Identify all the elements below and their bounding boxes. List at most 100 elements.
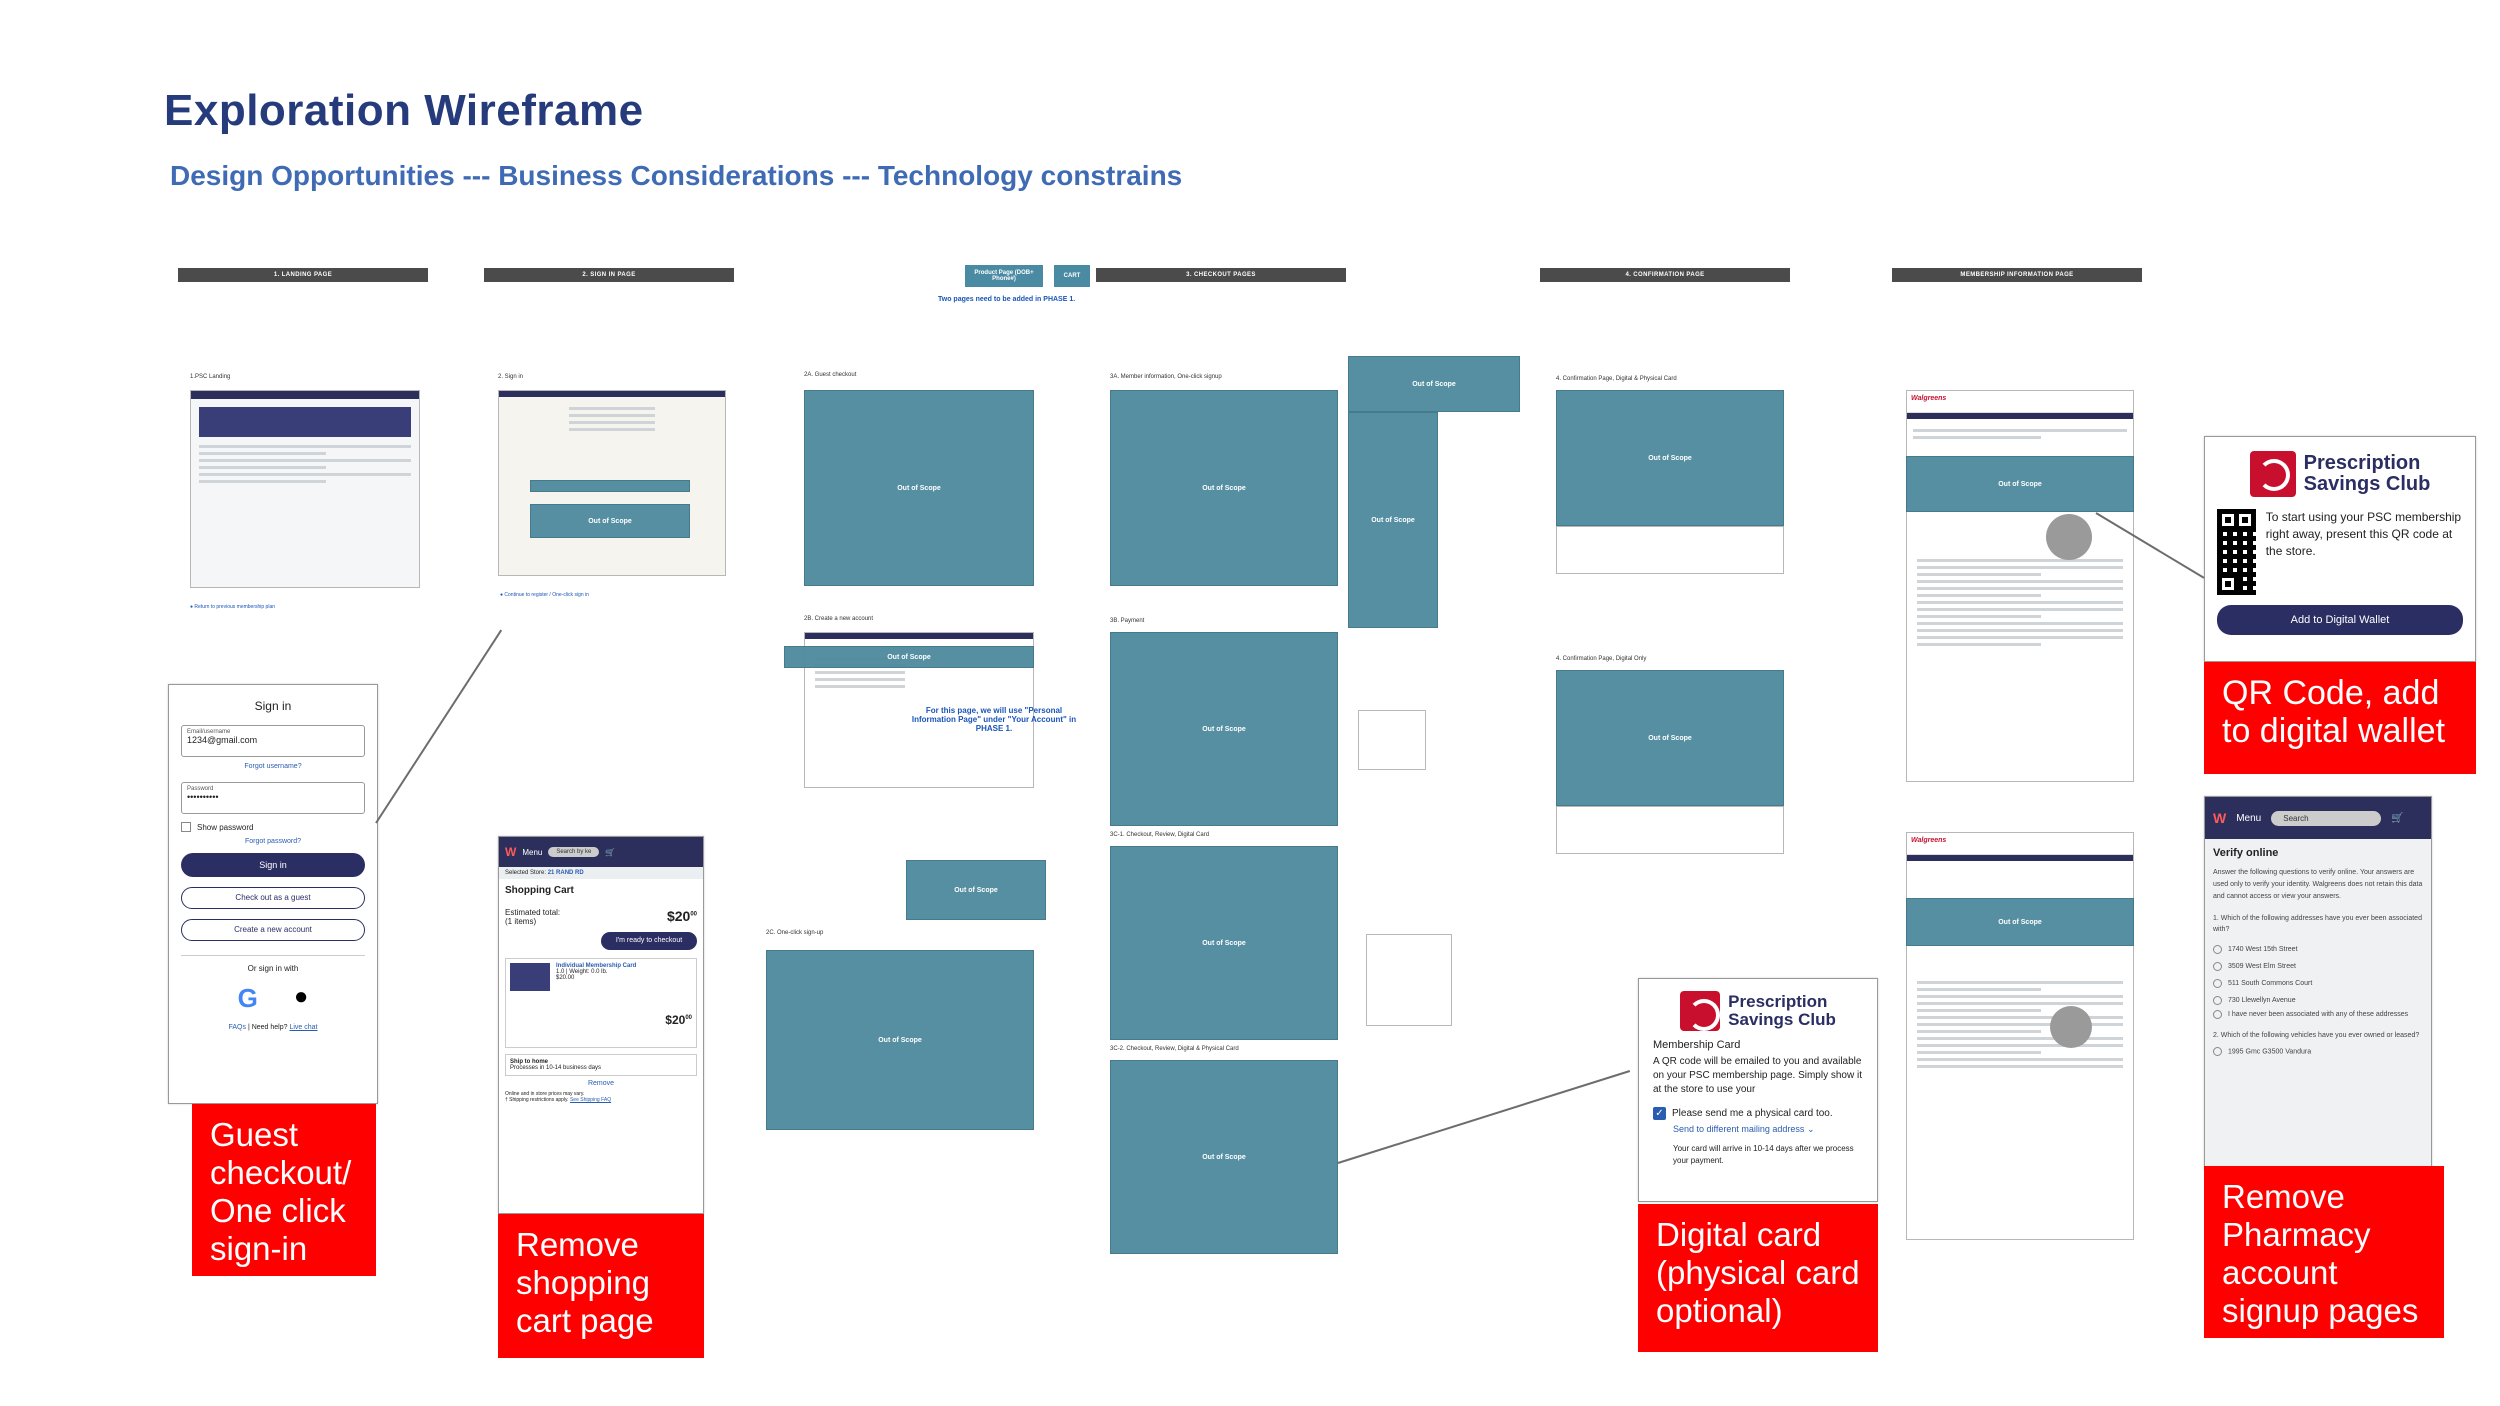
send-different-address-link[interactable]: Send to different mailing address ⌄ [1673, 1124, 1815, 1134]
frame-label-guest: 2A. Guest checkout [804, 372, 857, 378]
frame-label-confirm-physical: 4. Confirmation Page, Digital & Physical… [1556, 376, 1677, 382]
search-input[interactable]: Search by ke [548, 847, 600, 857]
digital-card: Prescription Savings Club Membership Car… [1638, 978, 1878, 1202]
cart-icon[interactable]: 🛒 [605, 847, 616, 857]
membership-thumbnail-2: Walgreens [1906, 832, 2134, 1240]
landing-thumbnail [190, 390, 420, 588]
create-account-button[interactable]: Create a new account [181, 919, 365, 941]
member-oos: Out of Scope [1110, 390, 1338, 586]
card-form-thumbnail [1366, 934, 1452, 1026]
signin-card-title: Sign in [254, 699, 292, 713]
selected-store-link[interactable]: 21 RAND RD [547, 870, 584, 876]
callout-pharmacy: Remove Pharmacy account signup pages [2204, 1166, 2444, 1338]
psc-logo-icon [2249, 451, 2296, 497]
signin-oos: Out of Scope [530, 504, 690, 538]
shipping-faq-link[interactable]: See Shipping FAQ [569, 1097, 612, 1103]
forgot-username-link[interactable]: Forgot username? [244, 763, 302, 770]
vehicle-option[interactable]: 1995 Gmc G3500 Vandura [2213, 1047, 2423, 1056]
membership-oos-2: Out of Scope [1906, 898, 2134, 946]
membership-card-image [510, 963, 550, 991]
member-oos-top: Out of Scope [1348, 356, 1520, 412]
frame-label-create: 2B. Create a new account [804, 616, 874, 622]
need-help-label: Need help? [251, 1024, 288, 1031]
frame-label-confirm-digital: 4. Confirmation Page, Digital Only [1556, 656, 1647, 662]
address-option[interactable]: I have never been associated with any of… [2213, 1009, 2423, 1020]
confirm-digital-footer [1556, 806, 1784, 854]
confirm-digital-oos: Out of Scope [1556, 670, 1784, 806]
forgot-password-link[interactable]: Forgot password? [244, 838, 302, 845]
chevron-down-icon: ⌄ [1806, 1124, 1815, 1134]
email-field[interactable]: Email/username 1234@gmail.com [181, 725, 365, 757]
section-checkout: 3. CHECKOUT PAGES [1096, 268, 1346, 282]
signin-oos-strip [530, 480, 690, 492]
cart-total: $2000 [666, 908, 697, 924]
connector-signin [375, 629, 503, 824]
add-to-wallet-button[interactable]: Add to Digital Wallet [2217, 605, 2463, 635]
qr-code-icon [2217, 509, 2256, 595]
apple-icon[interactable]: ● [293, 983, 309, 1010]
frame-label-review-physical: 3C-2. Checkout, Review, Digital & Physic… [1110, 1046, 1239, 1052]
walgreens-logo-icon: W [2213, 810, 2227, 826]
verify-title: Verify online [2213, 847, 2279, 859]
membership-thumbnail-1: Walgreens [1906, 390, 2134, 782]
cart-card: W Menu Search by ke 🛒 Selected Store: 21… [498, 836, 704, 1214]
connector-digital [1337, 1070, 1631, 1164]
frame-label-payment: 3B. Payment [1110, 618, 1145, 624]
callout-qr: QR Code, add to digital wallet [2204, 662, 2476, 774]
search-input[interactable]: Search [2271, 810, 2382, 826]
or-sign-in-label: Or sign in with [181, 955, 365, 973]
google-icon[interactable]: G [237, 983, 258, 1013]
live-chat-link[interactable]: Live chat [289, 1024, 318, 1031]
section-signin: 2. SIGN IN PAGE [484, 268, 734, 282]
cart-icon[interactable]: 🛒 [2391, 812, 2404, 824]
card-avatar-icon [2046, 514, 2092, 560]
frame-label-oneclick: 2C. One-click sign-up [766, 930, 824, 936]
frame-label-member: 3A. Member information, One-click signup [1110, 374, 1222, 380]
address-option[interactable]: 511 South Commons Court [2213, 975, 2423, 992]
cart-title: Shopping Cart [505, 885, 574, 896]
membership-oos-1: Out of Scope [1906, 456, 2134, 512]
callout-guest: Guest checkout/ One click sign-in [192, 1104, 376, 1276]
family-avatar-icon [2050, 1006, 2092, 1048]
phase1-note: For this page, we will use "Personal Inf… [911, 706, 1077, 733]
oneclick-oos: Out of Scope [766, 950, 1034, 1130]
review-physical-oos: Out of Scope [1110, 1060, 1338, 1254]
verify-card: W Menu Search 🛒 Verify online Answer the… [2204, 796, 2432, 1170]
remove-link[interactable]: Remove [587, 1080, 615, 1087]
section-confirmation: 4. CONFIRMATION PAGE [1540, 268, 1790, 282]
walgreens-logo-icon: W [505, 845, 517, 859]
frame-label-signin: 2. Sign in [498, 374, 524, 380]
show-password-checkbox[interactable]: Show password [181, 822, 365, 832]
frame-label-review-digital: 3C-1. Checkout, Review, Digital Card [1110, 832, 1210, 838]
sign-in-button[interactable]: Sign in [181, 853, 365, 877]
confirm-physical-oos: Out of Scope [1556, 390, 1784, 526]
checkout-button[interactable]: I'm ready to checkout [601, 932, 697, 950]
review-digital-oos: Out of Scope [1110, 846, 1338, 1040]
section-membership: MEMBERSHIP INFORMATION PAGE [1892, 268, 2142, 282]
signin-card: Sign in Email/username 1234@gmail.com Fo… [168, 684, 378, 1104]
tag-product-page: Product Page (DOB+ Phone#) [965, 265, 1043, 287]
create-oos-2: Out of Scope [906, 860, 1046, 920]
item-name-link[interactable]: Individual Membership Card [556, 963, 637, 969]
menu-button[interactable]: Menu [522, 847, 543, 857]
create-oos: Out of Scope [784, 646, 1034, 668]
menu-button[interactable]: Menu [2236, 812, 2262, 824]
membership-card-heading: Membership Card [1653, 1039, 1741, 1051]
physical-card-checkbox[interactable]: ✓ Please send me a physical card too. [1653, 1107, 1863, 1120]
item-total: $2000 [665, 1013, 692, 1027]
callout-cart: Remove shopping cart page [498, 1214, 704, 1358]
address-option[interactable]: 730 Llewellyn Avenue [2213, 992, 2423, 1009]
faqs-link[interactable]: FAQs [228, 1024, 246, 1031]
member-oos-side: Out of Scope [1348, 412, 1438, 628]
frame-label-landing: 1.PSC Landing [190, 374, 231, 380]
address-option[interactable]: 1740 West 15th Street [2213, 941, 2423, 958]
guest-checkout-button[interactable]: Check out as a guest [181, 887, 365, 909]
payment-oos: Out of Scope [1110, 632, 1338, 826]
qr-card: Prescription Savings Club To start using… [2204, 436, 2476, 662]
password-field[interactable]: Password •••••••••• [181, 782, 365, 814]
psc-logo-icon [1680, 991, 1721, 1031]
address-option[interactable]: 3509 West Elm Street [2213, 958, 2423, 975]
paypal-thumbnail [1358, 710, 1426, 770]
tag-cart: CART [1054, 265, 1090, 287]
confirm-physical-footer [1556, 526, 1784, 574]
